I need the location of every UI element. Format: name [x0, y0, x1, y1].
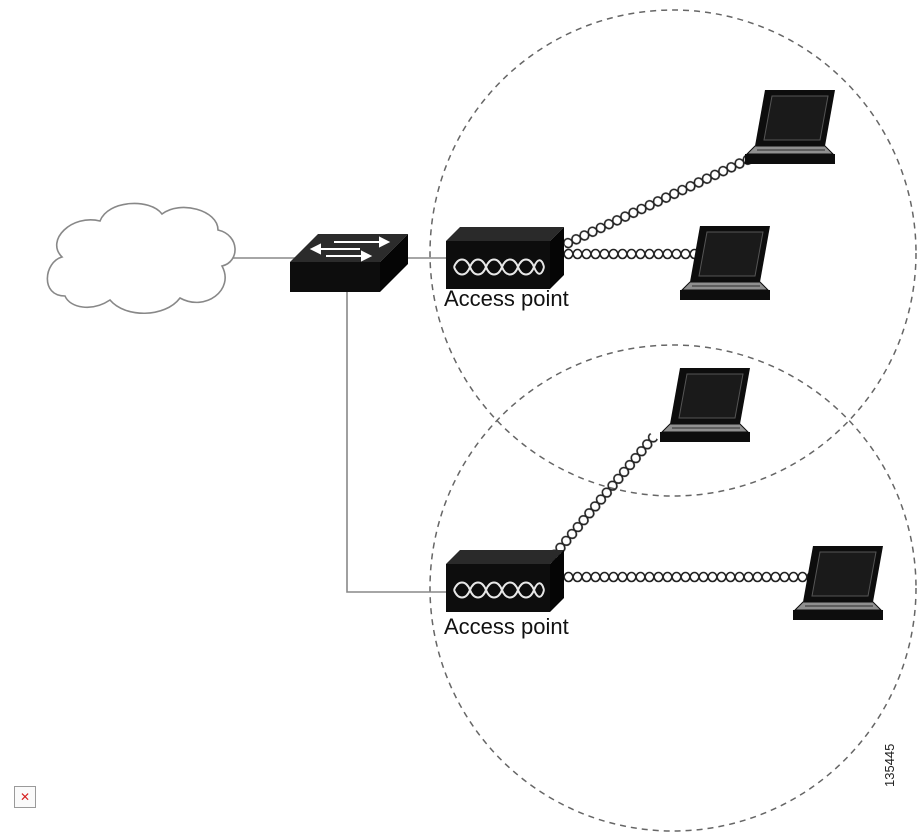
workgroup-switch-icon: [290, 234, 408, 292]
laptop-icon-4: [792, 545, 884, 621]
broken-image-icon: ✕: [14, 786, 36, 808]
access-point-icon-bottom: [445, 549, 565, 613]
laptop-icon-1: [744, 89, 836, 165]
access-point-label-bottom: Access point: [444, 614, 569, 639]
coverage-area-top: [429, 9, 917, 497]
network-cloud-icon: [46, 202, 236, 315]
figure-id: 135445: [882, 744, 897, 787]
access-point-icon-top: [445, 226, 565, 290]
laptop-icon-3: [659, 367, 751, 443]
coverage-area-bottom: [429, 344, 917, 832]
laptop-icon-2: [679, 225, 771, 301]
wired-links: [232, 257, 448, 593]
access-point-label-top: Access point: [444, 286, 569, 311]
wireless-links: [541, 148, 812, 583]
